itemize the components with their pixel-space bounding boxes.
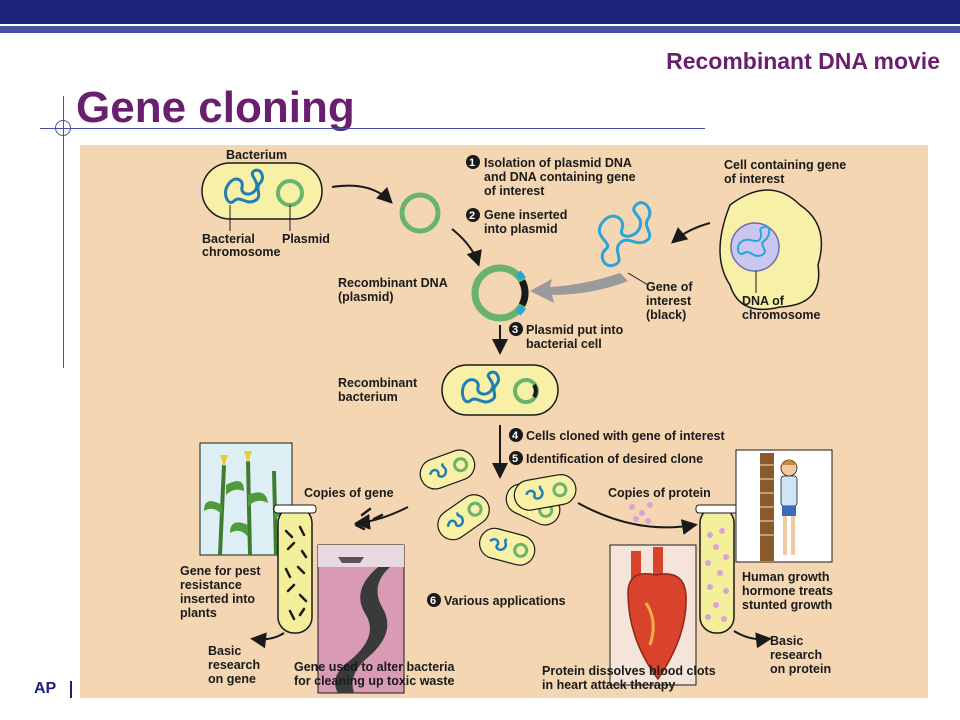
bacterium-illustration: [201, 162, 323, 220]
step-6-badge: [427, 593, 441, 607]
heart-picture: [609, 544, 697, 686]
recombinant-bacterium: [441, 364, 559, 416]
label-basic-research-gene-line2: research: [208, 658, 260, 672]
label-cell-containing-gene: Cell containing gene: [724, 158, 846, 172]
label-bacterial-chromosome-line2: chromosome: [202, 245, 281, 259]
label-gene-for-pest-line3: inserted into: [180, 592, 255, 606]
label-copies-of-protein: Copies of protein: [608, 486, 711, 500]
arrow-to-basic-research-protein: [733, 630, 772, 649]
label-plasmid: Plasmid: [282, 232, 330, 246]
step-4-badge: [509, 428, 523, 442]
label-basic-research-protein-line3: on protein: [770, 662, 831, 676]
label-gene-of-interest: Gene of: [646, 280, 693, 294]
step-1-line1: Isolation of plasmid DNA: [484, 156, 632, 170]
step-2-line1: Gene inserted: [484, 208, 567, 222]
label-gene-of-interest-line2: interest: [646, 294, 692, 308]
step-2-number: 2: [469, 210, 475, 222]
gene-copies-test-tube: [273, 504, 317, 634]
step-1-number: 1: [469, 157, 475, 169]
slide-title: Gene cloning: [76, 83, 355, 132]
label-recombinant-dna-line2: (plasmid): [338, 290, 394, 304]
top-accent-line: [0, 26, 960, 33]
label-recombinant-dna: Recombinant DNA: [338, 276, 448, 290]
child-height-picture: [735, 449, 833, 563]
label-basic-research-protein-line2: research: [770, 648, 822, 662]
label-gene-for-pest: Gene for pest: [180, 564, 261, 578]
step-1-line3: of interest: [484, 184, 545, 198]
arrow-to-recombinant-dna: [451, 228, 482, 267]
recombinant-dna-movie-link[interactable]: Recombinant DNA movie: [666, 48, 940, 74]
step-5-number: 5: [512, 453, 518, 465]
label-toxic-waste: Gene used to alter bacteria: [294, 660, 456, 674]
label-recombinant-bacterium: Recombinant: [338, 376, 418, 390]
insertion-arrow: [530, 273, 628, 303]
donor-cell-illustration: [719, 189, 823, 311]
label-gene-of-interest-line3: (black): [646, 308, 686, 322]
arrow-to-gene-copies: [354, 506, 409, 530]
step-5-badge: [509, 451, 523, 465]
label-human-growth-line2: hormone treats: [742, 584, 833, 598]
label-copies-of-gene: Copies of gene: [304, 486, 394, 500]
diagram-svg: Bacterium Bacterial chromosome Plasmid 1…: [180, 148, 846, 694]
gene-copies-fragments: [354, 507, 384, 531]
gene-of-interest-dna: [598, 201, 652, 268]
gene-cloning-diagram: Bacterium Bacterial chromosome Plasmid 1…: [80, 145, 928, 698]
footer-divider: [70, 681, 72, 698]
footer-label: AP: [34, 680, 57, 697]
arrow-to-protein-copies: [577, 502, 698, 535]
step-6-text: Various applications: [444, 594, 566, 608]
label-blood-clots-line2: in heart attack therapy: [542, 678, 675, 692]
label-human-growth: Human growth: [742, 570, 830, 584]
label-recombinant-bacterium-line2: bacterium: [338, 390, 398, 404]
label-human-growth-line3: stunted growth: [742, 598, 832, 612]
recombinant-plasmid: [471, 264, 529, 322]
label-blood-clots: Protein dissolves blood clots: [542, 664, 716, 678]
label-bacterium: Bacterium: [226, 148, 287, 162]
label-dna-of-chromosome-line2: chromosome: [742, 308, 821, 322]
protein-test-tube: [695, 504, 739, 634]
step-2-line2: into plasmid: [484, 222, 558, 236]
step-4-number: 4: [512, 430, 519, 442]
label-gene-for-pest-line2: resistance: [180, 578, 242, 592]
cloned-bacteria-cluster: [419, 449, 577, 566]
step-4-text: Cells cloned with gene of interest: [526, 429, 725, 443]
label-bacterial-chromosome: Bacterial: [202, 232, 255, 246]
label-gene-for-pest-line4: plants: [180, 606, 217, 620]
arrow-to-plasmid: [331, 184, 393, 204]
title-underline: [40, 128, 705, 129]
arrow-to-basic-research-gene: [250, 632, 285, 649]
step-1-badge: [466, 155, 480, 169]
step-6-number: 6: [430, 595, 436, 607]
toxic-waste-picture: [317, 544, 405, 694]
crosshair-circle-ornament: [55, 120, 71, 136]
label-dna-of-chromosome: DNA of: [742, 294, 785, 308]
step-3-number: 3: [512, 324, 518, 336]
step-1-line2: and DNA containing gene: [484, 170, 636, 184]
isolated-plasmid: [399, 192, 441, 234]
step-2-badge: [466, 208, 480, 222]
arrow-to-gene-dna: [670, 222, 711, 244]
label-basic-research-gene-line3: on gene: [208, 672, 256, 686]
label-toxic-waste-line2: for cleaning up toxic waste: [294, 674, 454, 688]
label-cell-containing-gene-line2: of interest: [724, 172, 785, 186]
step-5-text: Identification of desired clone: [526, 452, 703, 466]
step-3-line1: Plasmid put into: [526, 323, 624, 337]
label-basic-research-gene: Basic: [208, 644, 241, 658]
label-basic-research-protein: Basic: [770, 634, 803, 648]
top-banner: [0, 0, 960, 24]
left-vertical-rule: [63, 96, 64, 368]
protein-copies-dots: [629, 502, 653, 524]
step-3-badge: [509, 322, 523, 336]
step-3-line2: bacterial cell: [526, 337, 602, 351]
